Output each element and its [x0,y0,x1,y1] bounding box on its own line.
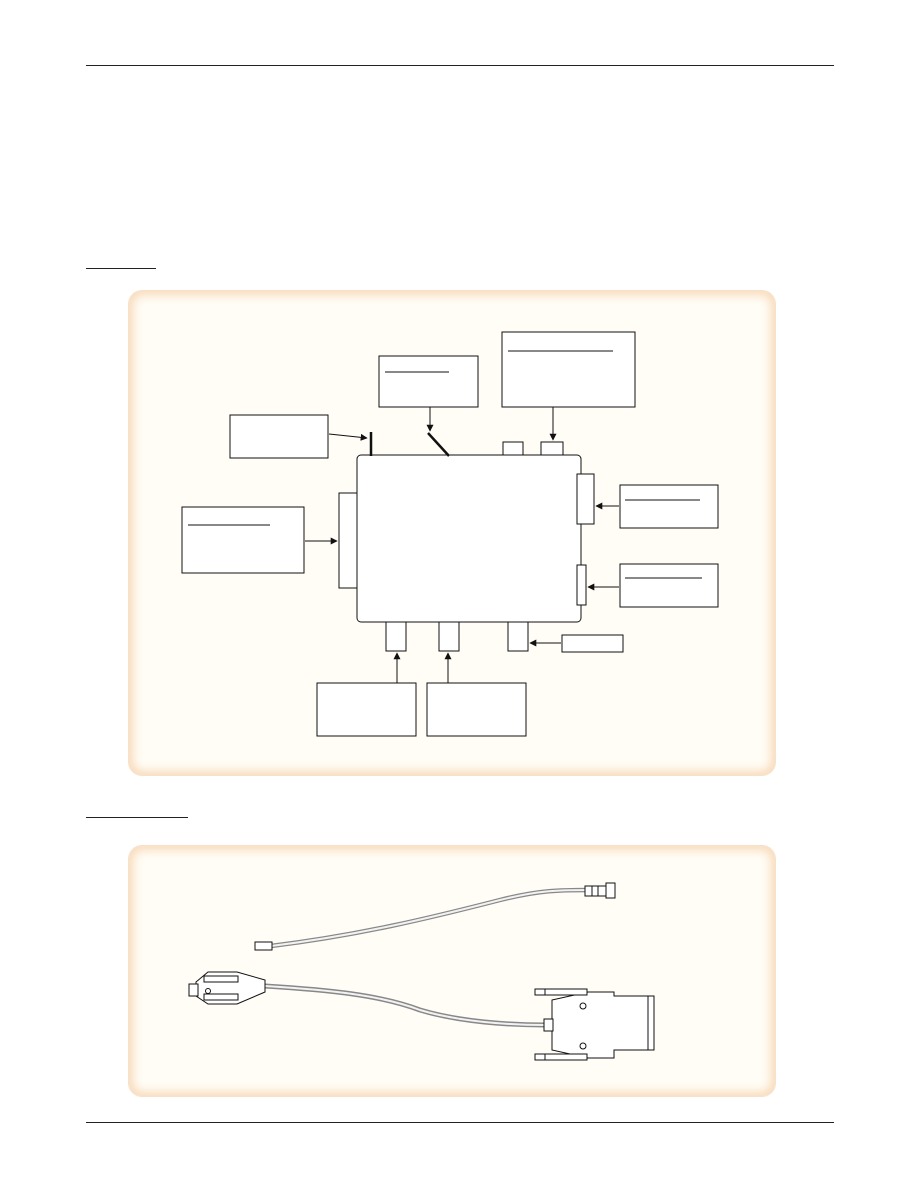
coax-connector-body [584,885,608,897]
top-port-right [540,441,564,456]
top-port-left [502,441,524,456]
callout-box-bottom-left [316,682,417,737]
section-heading-underline-2 [86,817,188,818]
callout-box-bottom-right-small [561,634,624,653]
d-sub-connector-hood [551,991,649,1059]
strain-relief [543,1018,554,1032]
callout-box-top-center [378,355,479,408]
unit-body [356,454,582,623]
section-heading-underline-1 [86,268,156,269]
right-side-connector-upper [576,473,595,525]
coax-end-plug [254,941,273,951]
callout-box-top-left [229,414,329,459]
callout-box-left [181,506,305,574]
callout-box-bottom-center [426,682,527,737]
coax-connector-tip [605,882,616,899]
db-connector-cable [188,971,655,1061]
callout-box-right-upper [619,484,719,529]
bottom-port-2 [438,621,460,652]
callout-box-right-lower [619,563,719,608]
bottom-page-rule [86,1122,834,1123]
angled-antenna [427,432,450,457]
bottom-port-3 [507,621,529,652]
bottom-port-1 [385,621,407,652]
coaxial-cable [254,882,616,951]
top-page-rule [86,65,834,66]
cables-figure-panel [128,845,776,1097]
callout-box-top-right [501,331,636,408]
arrow-top-left [328,433,368,441]
left-side-connector [338,492,358,589]
right-side-connector-lower [576,564,587,606]
